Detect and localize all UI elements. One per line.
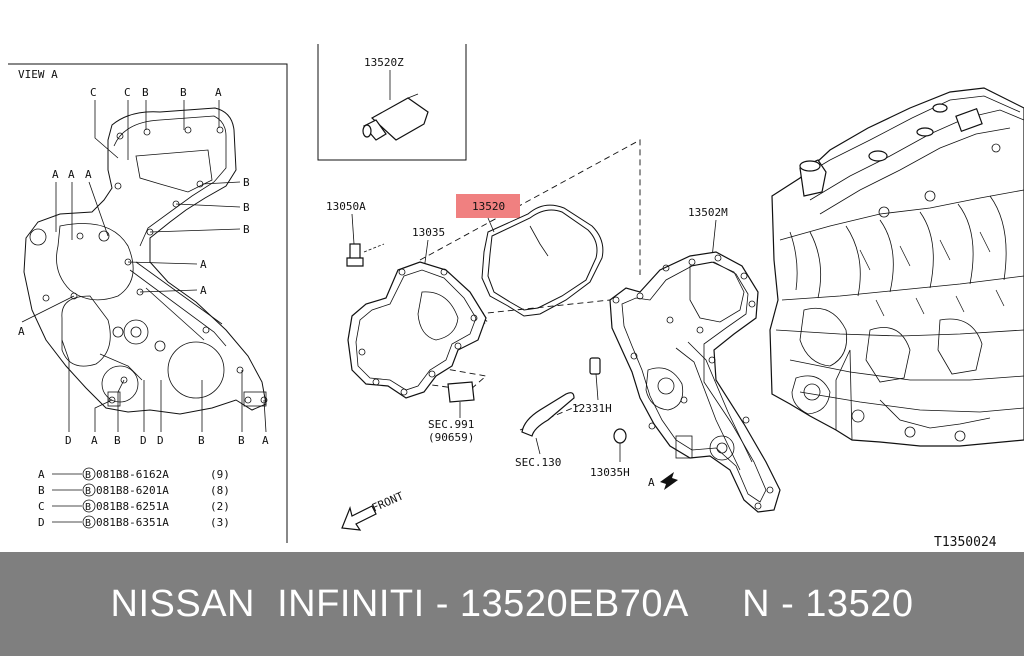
bolt-quantity: (3) <box>210 516 230 529</box>
view-letter-left-1: A <box>52 168 59 181</box>
label-sec130: SEC.130 <box>515 456 561 469</box>
bolt-symbol: B <box>85 502 91 513</box>
bolt-legend: A B 081B8-6162A (9) B B 081B8-6201A (8) … <box>38 467 230 529</box>
bolt-symbol: B <box>85 486 91 497</box>
drawing-code: T1350024 <box>934 535 997 550</box>
view-letter-bottom-4: D <box>140 434 147 447</box>
view-letter-bottom-3: B <box>114 434 121 447</box>
engine-block-drawing <box>769 87 1024 447</box>
view-letter-left-3: A <box>85 168 92 181</box>
view-letter-top-4: B <box>180 86 187 99</box>
view-a-frame <box>8 63 288 543</box>
bolt-icon <box>346 243 385 267</box>
label-13520z: 13520Z <box>364 56 404 69</box>
view-a-title: VIEW A <box>18 68 58 81</box>
part-number-text: NISSAN INFINITI - 13520EB70A N - 13520 <box>110 582 914 625</box>
bolt-symbol: B <box>85 518 91 529</box>
label-13035: 13035 <box>412 226 445 239</box>
view-letter-bottom-1: D <box>65 434 72 447</box>
view-letter-bottom-8: A <box>262 434 269 447</box>
view-a-cover-drawing <box>21 100 268 433</box>
label-front: FRONT <box>370 489 406 514</box>
front-arrow: FRONT <box>341 489 406 531</box>
view-letter-top-5: A <box>215 86 222 99</box>
bolt-symbol: B <box>85 470 91 481</box>
bolt-part-number: 081B8-6351A <box>96 516 169 529</box>
view-letter-side: A <box>18 325 25 338</box>
label-13035h: 13035H <box>590 466 630 479</box>
part-13502m-front-cover: 13502M A <box>609 206 781 513</box>
bolt-key: D <box>38 516 45 529</box>
view-letter-right-5: A <box>200 284 207 297</box>
label-13050a: 13050A <box>326 200 366 213</box>
label-sec991-sub: (90659) <box>428 431 474 444</box>
part-number-banner: NISSAN INFINITI - 13520EB70A N - 13520 <box>0 552 1024 656</box>
bolt-key: C <box>38 500 45 513</box>
view-letter-bottom-6: B <box>198 434 205 447</box>
bolt-quantity: (8) <box>210 484 230 497</box>
sealant-box-frame <box>317 44 467 161</box>
view-a-leaders <box>21 100 267 433</box>
label-arrow-a: A <box>648 476 655 489</box>
diagram-svg: VIEW A C C B B A A A A B B B A A A D A B… <box>8 44 1024 550</box>
view-letter-bottom-5: D <box>157 434 164 447</box>
view-letter-top-1: C <box>90 86 97 99</box>
bolt-13050a: 13050A <box>326 200 385 267</box>
view-letter-right-4: A <box>200 258 207 271</box>
label-13520-highlight <box>456 194 520 218</box>
view-letter-top-2: C <box>124 86 131 99</box>
bolt-part-number: 081B8-6251A <box>96 500 169 513</box>
view-letter-right-2: B <box>243 201 250 214</box>
view-a-panel: VIEW A C C B B A A A A B B B A A A D A B… <box>8 63 288 543</box>
label-12331h: 12331H <box>572 402 612 415</box>
bolt-legend-row-a: A B 081B8-6162A (9) <box>38 467 230 481</box>
sec-130-reference: SEC.130 <box>515 392 575 469</box>
view-letter-bottom-2: A <box>91 434 98 447</box>
label-13502m: 13502M <box>688 206 728 219</box>
bolt-legend-row-d: D B 081B8-6351A (3) <box>38 515 230 529</box>
label-sec991: SEC.991 <box>428 418 474 431</box>
part-12331h: 12331H <box>572 357 612 415</box>
parts-diagram: VIEW A C C B B A A A A B B B A A A D A B… <box>8 44 1024 550</box>
front-arrow-icon <box>341 505 377 531</box>
bolt-part-number: 081B8-6162A <box>96 468 169 481</box>
bolt-legend-row-b: B B 081B8-6201A (8) <box>38 483 230 497</box>
view-a-bolt-holes <box>42 126 268 404</box>
bolt-legend-row-c: C B 081B8-6251A (2) <box>38 499 230 513</box>
view-arrow-a: A <box>648 472 678 490</box>
sec-991-reference: SEC.991 (90659) <box>428 381 475 444</box>
view-letter-left-2: A <box>68 168 75 181</box>
view-letter-right-3: B <box>243 223 250 236</box>
bolt-key: B <box>38 484 45 497</box>
view-letter-bottom-7: B <box>238 434 245 447</box>
bolt-quantity: (9) <box>210 468 230 481</box>
part-13035: 13035 <box>347 226 487 399</box>
view-letter-top-3: B <box>142 86 149 99</box>
part-13035h: 13035H <box>590 428 630 479</box>
sealant-tube-icon <box>362 93 429 141</box>
sealant-box: 13520Z <box>317 44 467 161</box>
part-13520-gasket: 13520 <box>456 194 604 317</box>
label-13520: 13520 <box>472 200 505 213</box>
bolt-part-number: 081B8-6201A <box>96 484 169 497</box>
view-letter-right-1: B <box>243 176 250 189</box>
bolt-key: A <box>38 468 45 481</box>
bolt-quantity: (2) <box>210 500 230 513</box>
